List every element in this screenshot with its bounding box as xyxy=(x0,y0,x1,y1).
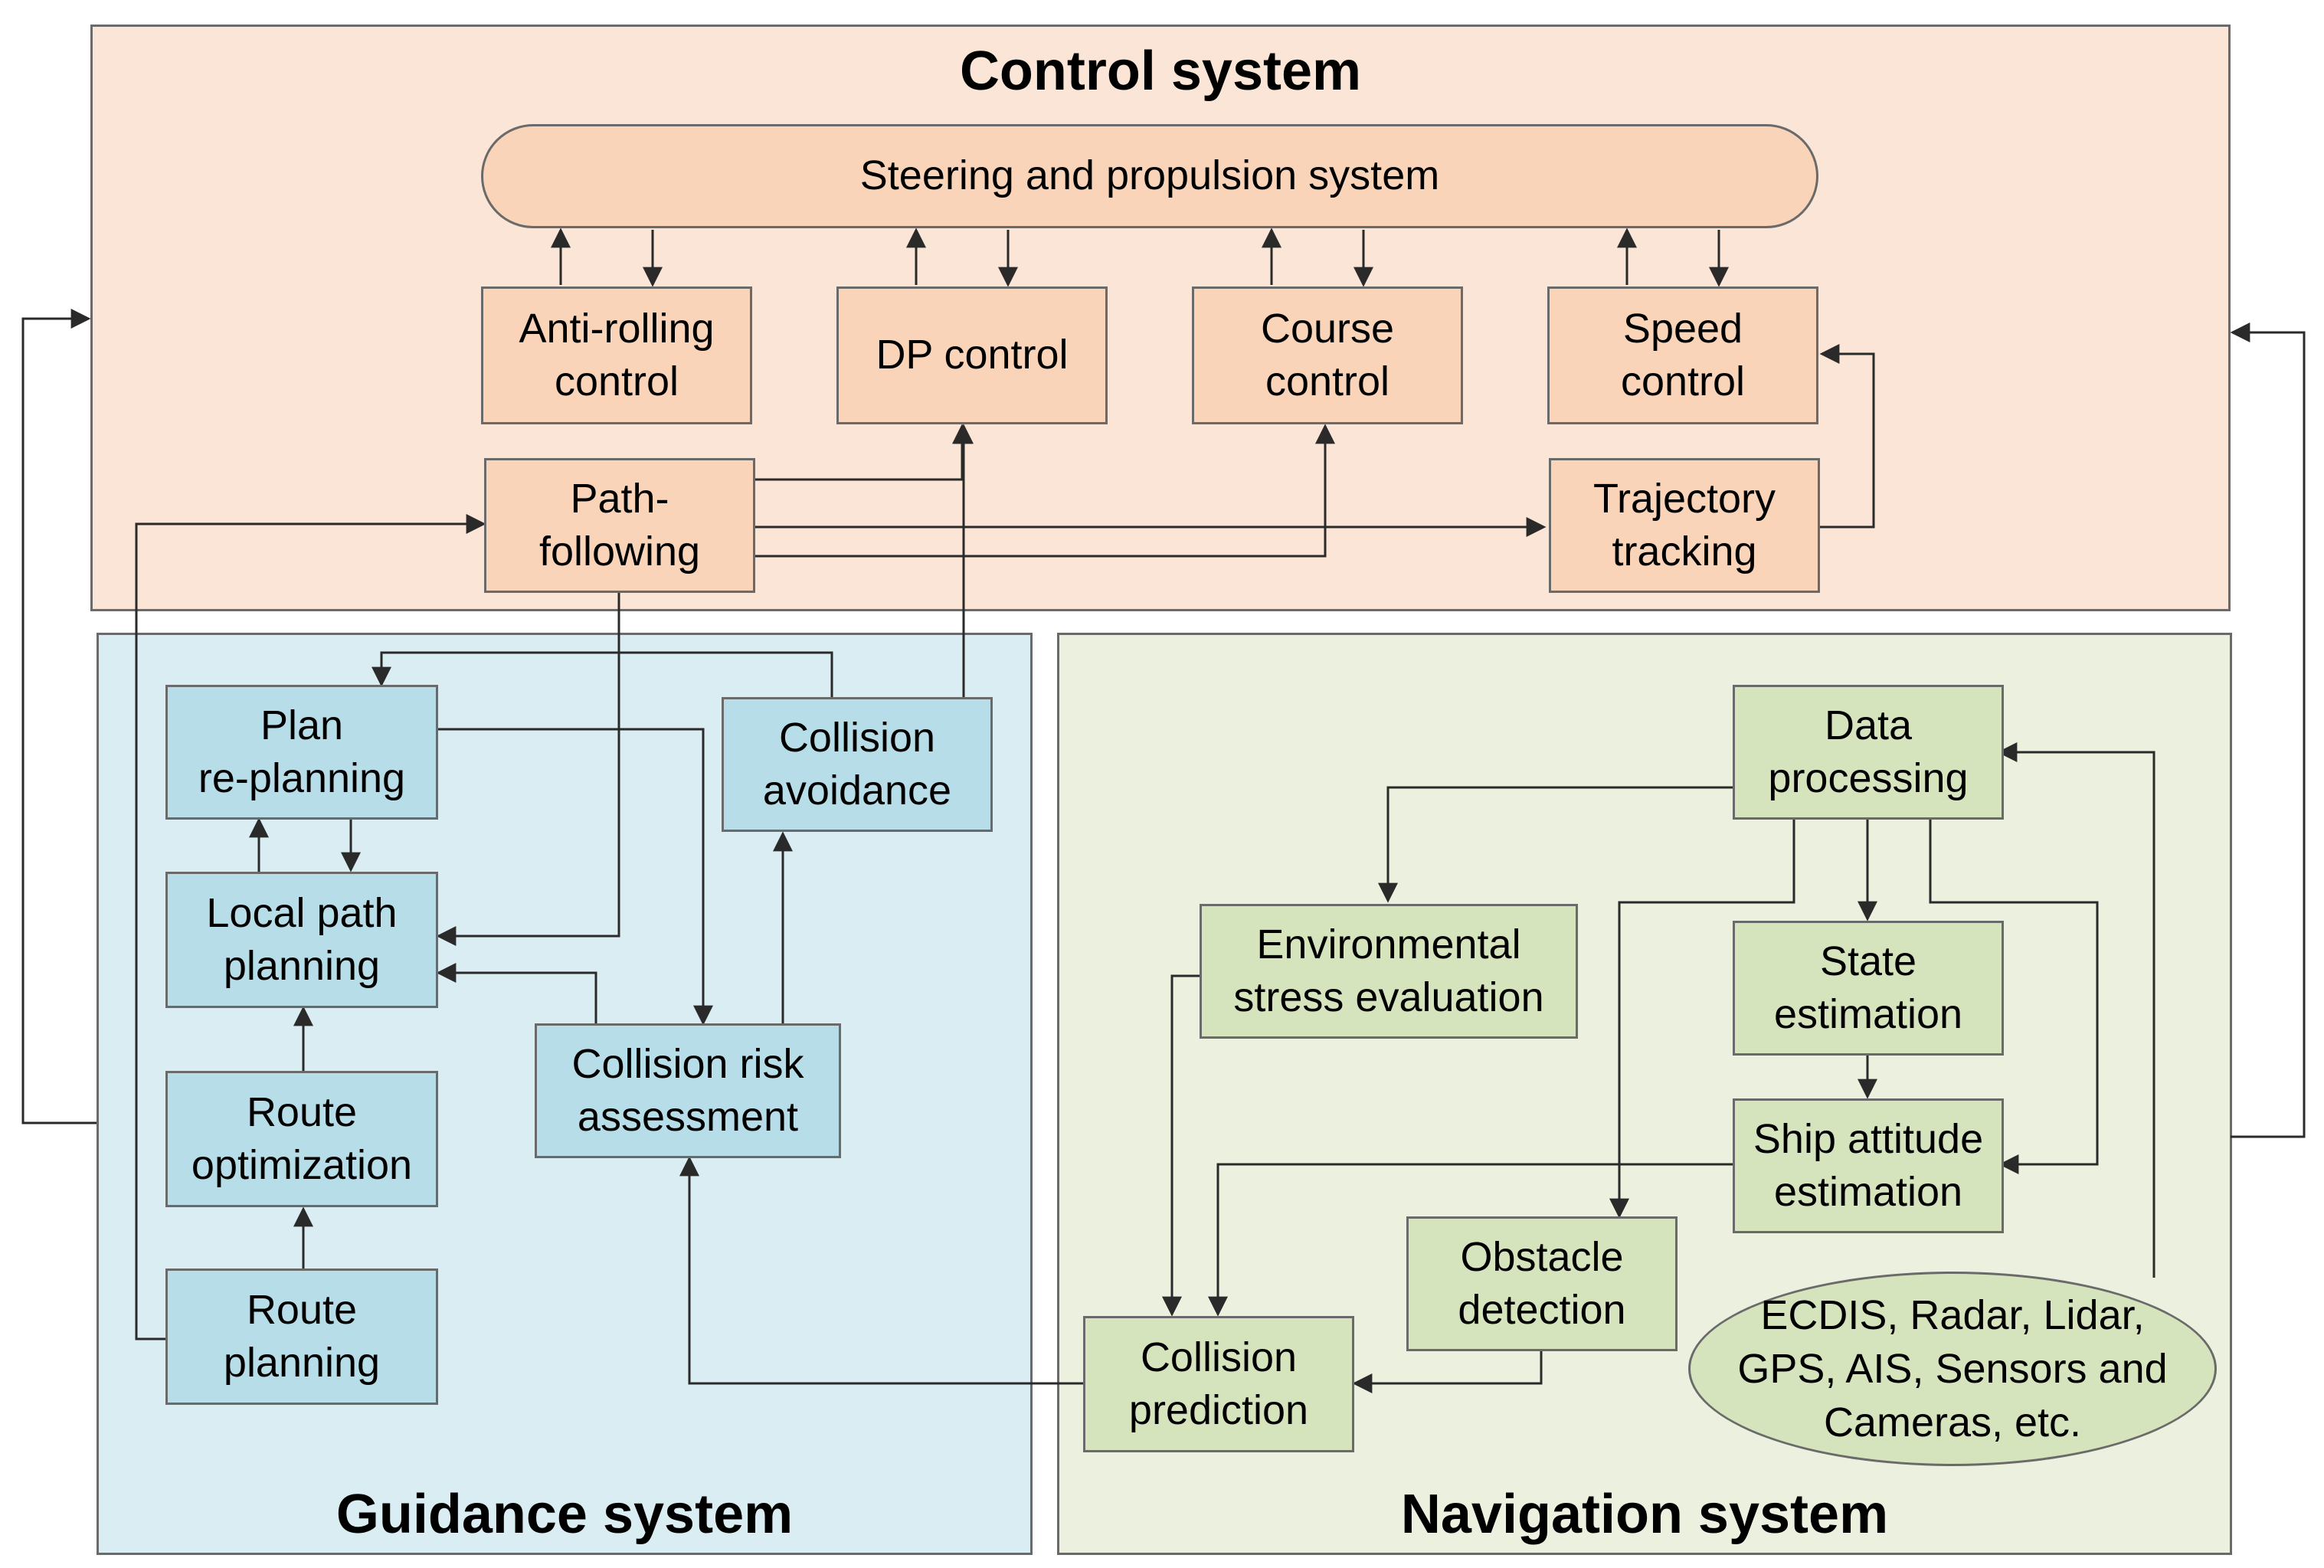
sensors-box: ECDIS, Radar, Lidar, GPS, AIS, Sensors a… xyxy=(1688,1272,2217,1466)
control-system-region: Control system xyxy=(90,25,2231,611)
local-path-planning-box: Local path planning xyxy=(165,872,438,1008)
navigation-system-title: Navigation system xyxy=(1400,1484,1889,1545)
route-optimization-box: Route optimization xyxy=(165,1071,438,1207)
data-processing-box: Data processing xyxy=(1733,685,2004,820)
collision-risk-assessment-box: Collision risk assessment xyxy=(535,1023,841,1158)
route-planning-box: Route planning xyxy=(165,1268,438,1405)
state-estimation-box: State estimation xyxy=(1733,921,2004,1056)
anti-rolling-control-box: Anti-rolling control xyxy=(481,286,752,424)
guidance-system-title: Guidance system xyxy=(336,1484,794,1545)
control-system-title: Control system xyxy=(959,41,1362,102)
collision-prediction-box: Collision prediction xyxy=(1083,1316,1354,1452)
trajectory-tracking-box: Trajectory tracking xyxy=(1549,458,1820,593)
speed-control-box: Speed control xyxy=(1547,286,1818,424)
ship-attitude-estimation-box: Ship attitude estimation xyxy=(1733,1098,2004,1233)
path-following-box: Path- following xyxy=(484,458,755,593)
dp-control-box: DP control xyxy=(836,286,1108,424)
steering-propulsion-box: Steering and propulsion system xyxy=(481,124,1818,228)
obstacle-detection-box: Obstacle detection xyxy=(1406,1216,1678,1351)
collision-avoidance-box: Collision avoidance xyxy=(722,697,993,832)
course-control-box: Course control xyxy=(1192,286,1463,424)
plan-replanning-box: Plan re-planning xyxy=(165,685,438,820)
environmental-stress-evaluation-box: Environmental stress evaluation xyxy=(1200,904,1578,1039)
